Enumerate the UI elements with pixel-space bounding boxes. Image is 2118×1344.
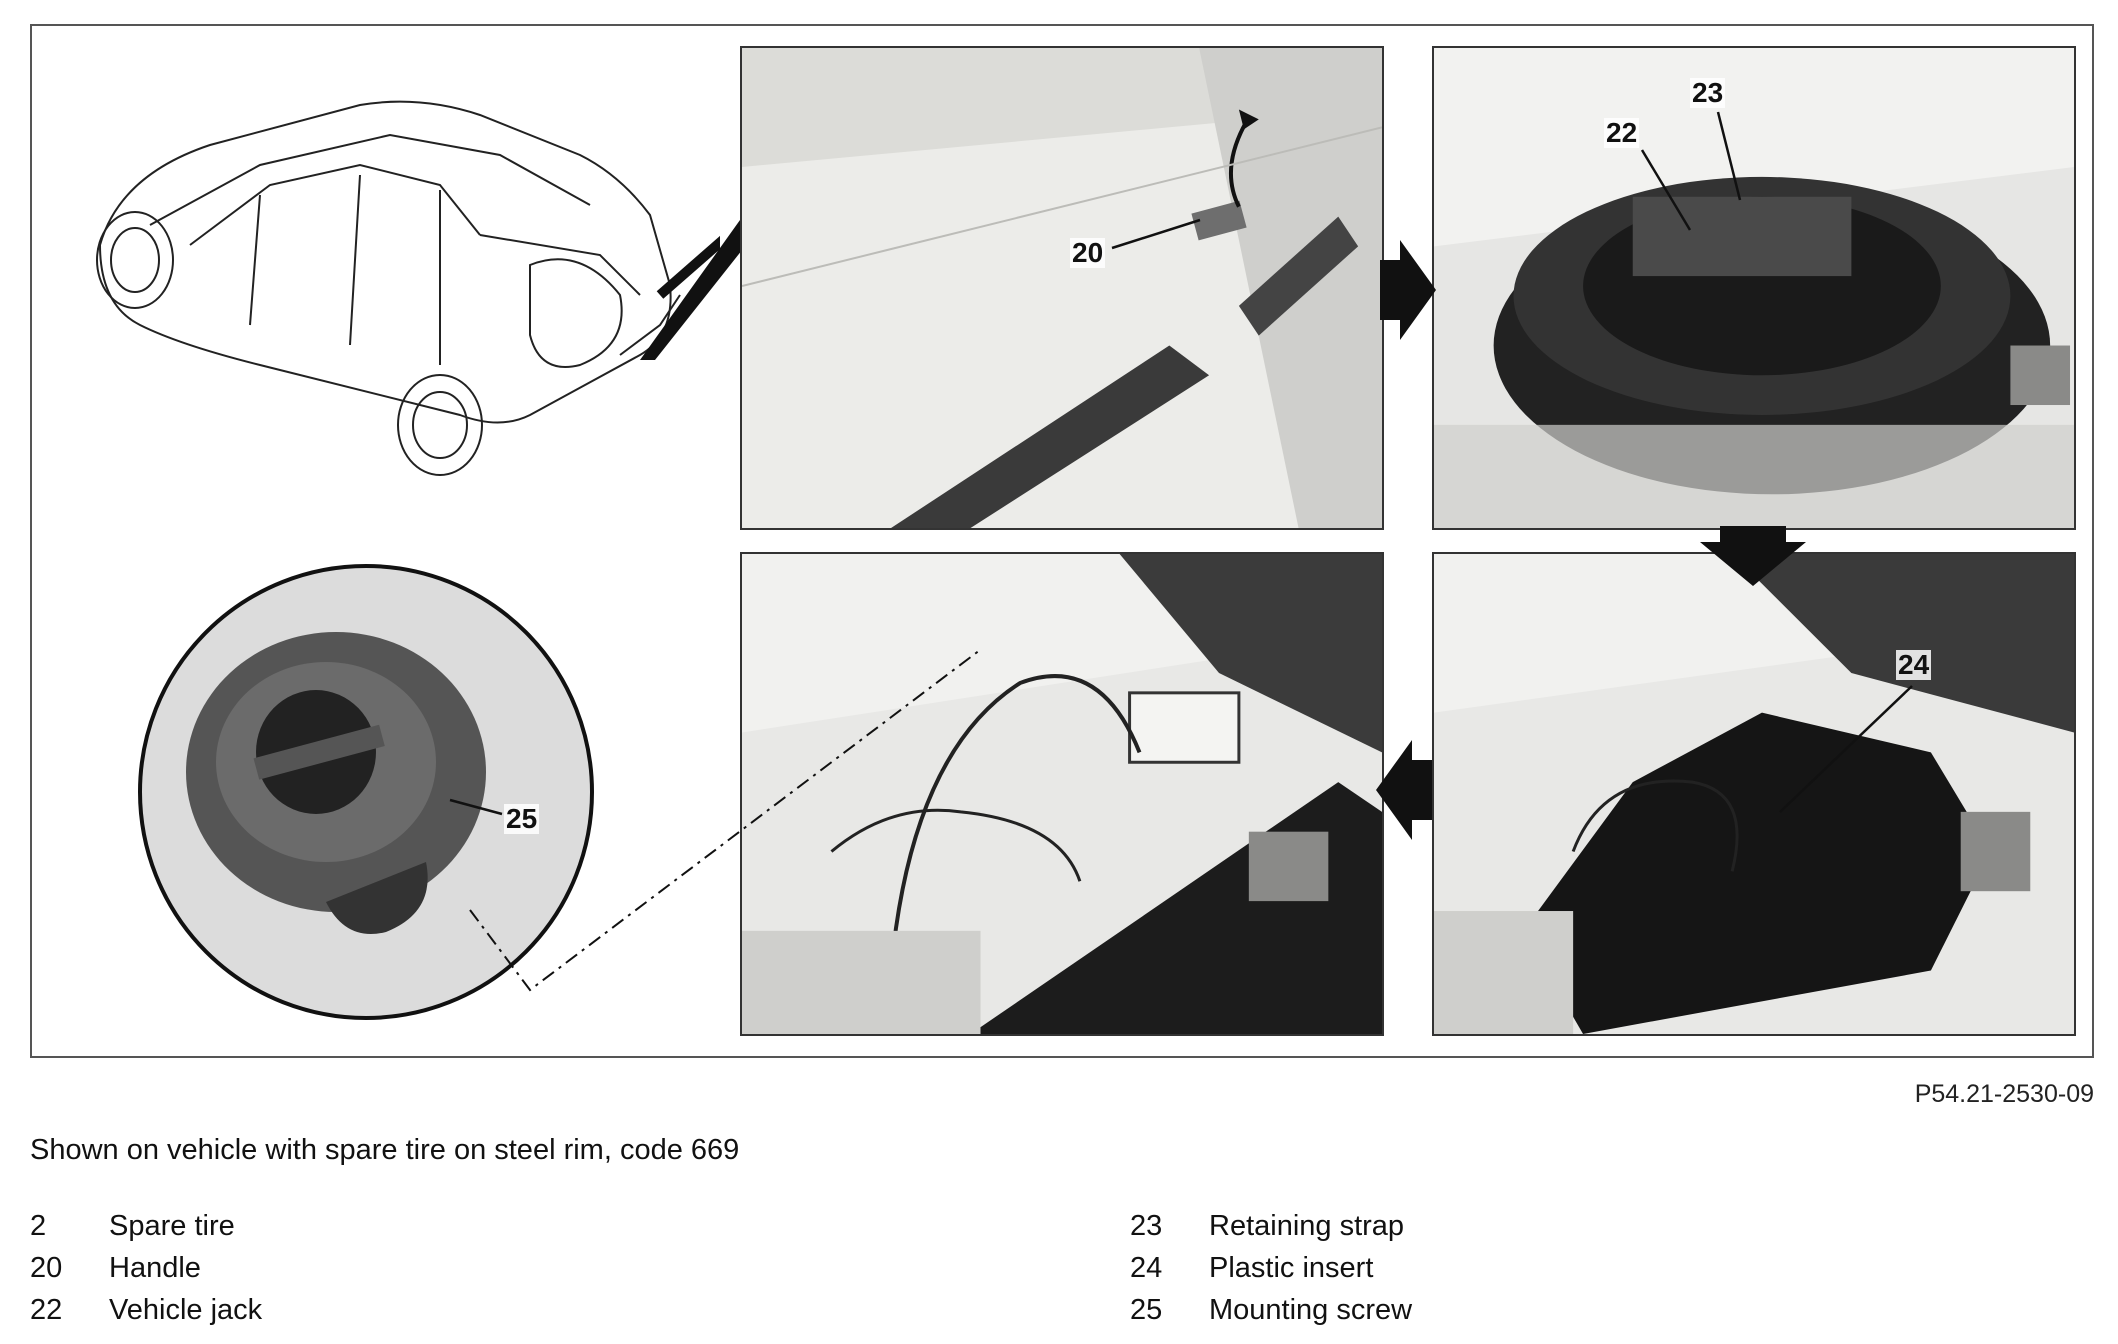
legend-label: Plastic insert [1209, 1252, 1374, 1284]
legend-right: 23 Retaining strap 24 Plastic insert 25 … [1130, 1210, 1412, 1336]
photo-plastic-insert [1432, 552, 2076, 1036]
legend-label: Mounting screw [1209, 1294, 1413, 1326]
legend-row: 23 Retaining strap [1130, 1210, 1412, 1252]
callout-20: 20 [1070, 237, 1106, 268]
legend-number: 20 [30, 1252, 63, 1284]
detail-link-line [469, 649, 981, 992]
pointer-line [640, 220, 750, 360]
legend-label: Spare tire [109, 1210, 235, 1242]
legend-label: Retaining strap [1209, 1210, 1405, 1242]
arrow-right-icon [1380, 240, 1436, 340]
legend-number: 23 [1130, 1210, 1163, 1242]
legend-number: 24 [1130, 1252, 1163, 1284]
callout-22: 22 [1604, 117, 1640, 148]
legend-row: 20 Handle [30, 1252, 262, 1294]
legend-left: 2 Spare tire 20 Handle 22 Vehicle jack [30, 1210, 262, 1336]
photo-cargo-floor [740, 46, 1384, 530]
legend-label: Vehicle jack [109, 1294, 263, 1326]
legend-row: 2 Spare tire [30, 1210, 262, 1252]
legend-row: 24 Plastic insert [1130, 1252, 1412, 1294]
vehicle-illustration [96, 100, 720, 476]
figure-code: P54.21-2530-09 [1914, 1080, 2094, 1108]
mounting-screw-detail [138, 564, 594, 1020]
legend-number: 2 [30, 1210, 47, 1242]
legend-label: Handle [109, 1252, 201, 1284]
photo-spare-tire [1432, 46, 2076, 530]
callout-24: 24 [1896, 649, 1932, 680]
legend-number: 22 [30, 1294, 63, 1326]
callout-25: 25 [504, 803, 540, 834]
legend-row: 22 Vehicle jack [30, 1294, 262, 1336]
photo-spare-well [740, 552, 1384, 1036]
legend-number: 25 [1130, 1294, 1163, 1326]
arrow-left-icon [1376, 740, 1432, 840]
figure-caption: Shown on vehicle with spare tire on stee… [30, 1134, 740, 1166]
callout-23: 23 [1690, 77, 1726, 108]
legend-row: 25 Mounting screw [1130, 1294, 1412, 1336]
arrow-down-icon [1700, 526, 1806, 586]
